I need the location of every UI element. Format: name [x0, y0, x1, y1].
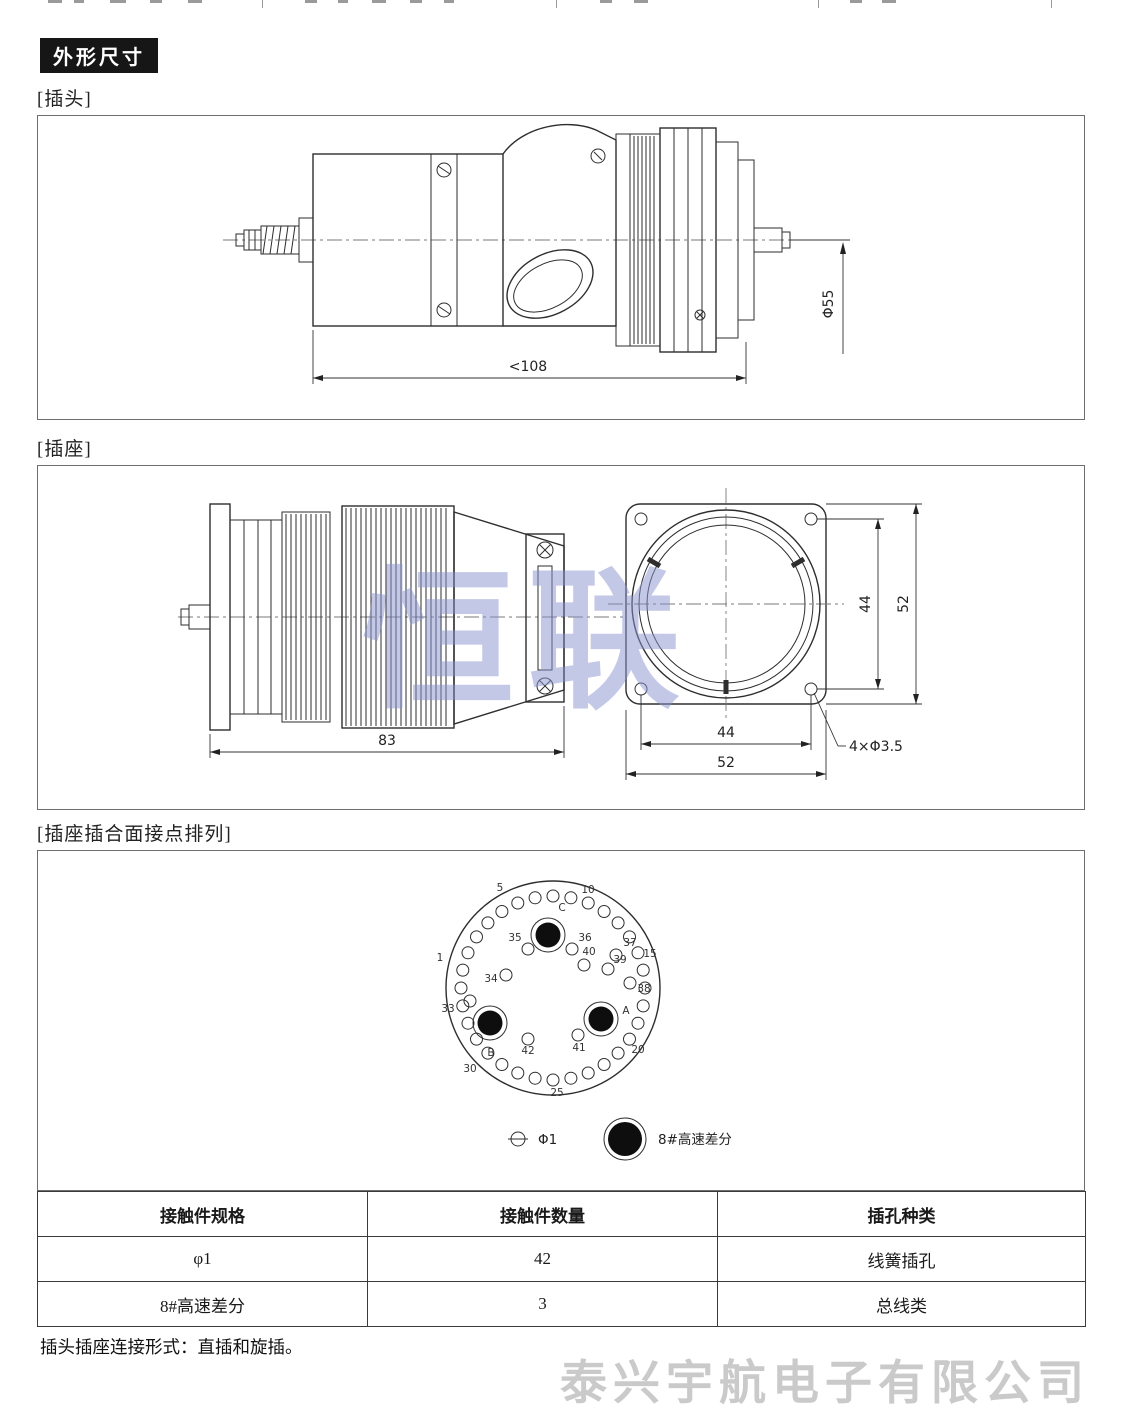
contact-number: 36 [578, 932, 592, 944]
table-row: φ1 42 线簧插孔 [37, 1236, 1086, 1282]
cable-clamp-bar [430, 153, 458, 327]
header-contact-qty: 接触件数量 [367, 1191, 718, 1237]
outer-contact-ring [454, 889, 652, 1087]
watermark-company: 泰兴宇航电子有限公司 [560, 1358, 1090, 1410]
header-contact-spec: 接触件规格 [37, 1191, 368, 1237]
arrangement-section-label: [插座插合面接点排列] [37, 824, 232, 845]
contact-arrangement-drawing: 1 5 10 15 20 25 30 33 34 35 36 37 38 39 … [437, 880, 732, 1161]
legend-small-label: Φ1 [538, 1132, 557, 1148]
connection-type-note: 插头插座连接形式：直插和旋插。 [40, 1337, 303, 1357]
cell-type: 线簧插孔 [717, 1236, 1086, 1282]
contact-arrangement-panel: 1 5 10 15 20 25 30 33 34 35 36 37 38 39 … [37, 850, 1085, 1191]
socket-length-dim: 83 [378, 733, 396, 749]
cell-type: 总线类 [717, 1281, 1086, 1327]
flange-h-dim: 52 [717, 755, 735, 771]
contact-letter: A [622, 1005, 630, 1017]
cable-outlet [506, 249, 594, 319]
knurl-lines [633, 136, 655, 344]
flange-v-dim: 52 [896, 595, 912, 613]
socket-dimension-panel: 83 44 52 [37, 465, 1085, 810]
insert-face-circle [445, 880, 661, 1096]
plug-drawing: <108 Φ55 [223, 123, 850, 384]
corner-holes-dim: 4×Φ3.5 [849, 739, 903, 755]
plug-dimension-panel: <108 Φ55 [37, 115, 1085, 420]
contact-letter: B [487, 1047, 494, 1059]
contact-number: 1 [437, 952, 444, 964]
cell-qty: 42 [367, 1236, 718, 1282]
header-hole-type: 插孔种类 [717, 1191, 1086, 1237]
legend-small-contact: Φ1 [508, 1131, 557, 1148]
plug-length-dim: <108 [509, 359, 547, 375]
contact-spec-table: 接触件规格 接触件数量 插孔种类 φ1 42 线簧插孔 8#高速差分 3 总线类 [37, 1191, 1086, 1327]
knurl-lines [345, 508, 447, 726]
groove-lines [285, 514, 327, 720]
socket-drawing: 83 44 52 [178, 488, 922, 780]
plug-section-label: [插头] [37, 89, 92, 110]
contact-number: 42 [521, 1045, 534, 1057]
table-row: 8#高速差分 3 总线类 [37, 1281, 1086, 1327]
contact-letter: C [558, 902, 565, 914]
contact-number: 15 [643, 948, 656, 960]
taper-section [453, 511, 565, 725]
legend-large-label: 8#高速差分 [658, 1131, 732, 1148]
cell-spec: 8#高速差分 [37, 1281, 368, 1327]
socket-barrel [631, 509, 821, 699]
contact-number: 25 [550, 1087, 563, 1099]
socket-section-label: [插座] [37, 439, 92, 460]
hole-spacing-h-dim: 44 [717, 725, 735, 741]
contact-number: 40 [582, 946, 595, 958]
contact-number: 39 [613, 954, 626, 966]
backshell-outline [502, 123, 617, 327]
cell-qty: 3 [367, 1281, 718, 1327]
contact-number: 41 [572, 1042, 585, 1054]
contact-number: 34 [484, 973, 498, 985]
inner-contacts [463, 942, 637, 1046]
contact-number: 37 [623, 937, 636, 949]
contact-A [583, 1001, 619, 1037]
hole-spacing-v-dim: 44 [858, 595, 874, 613]
contact-number: 33 [441, 1003, 454, 1015]
contact-number: 30 [463, 1063, 476, 1075]
legend-large-contact: 8#高速差分 [603, 1117, 732, 1161]
plug-diameter-dim: Φ55 [821, 290, 837, 319]
contact-C [530, 917, 566, 953]
contact-number: 38 [637, 983, 650, 995]
section-badge: 外形尺寸 [40, 38, 158, 73]
contact-number: 35 [508, 932, 521, 944]
cell-spec: φ1 [37, 1236, 368, 1282]
contact-B [472, 1005, 508, 1041]
contact-number: 5 [497, 882, 504, 894]
contact-number: 20 [631, 1044, 644, 1056]
table-header-row: 接触件规格 接触件数量 插孔种类 [37, 1191, 1086, 1237]
contact-number: 10 [581, 884, 594, 896]
